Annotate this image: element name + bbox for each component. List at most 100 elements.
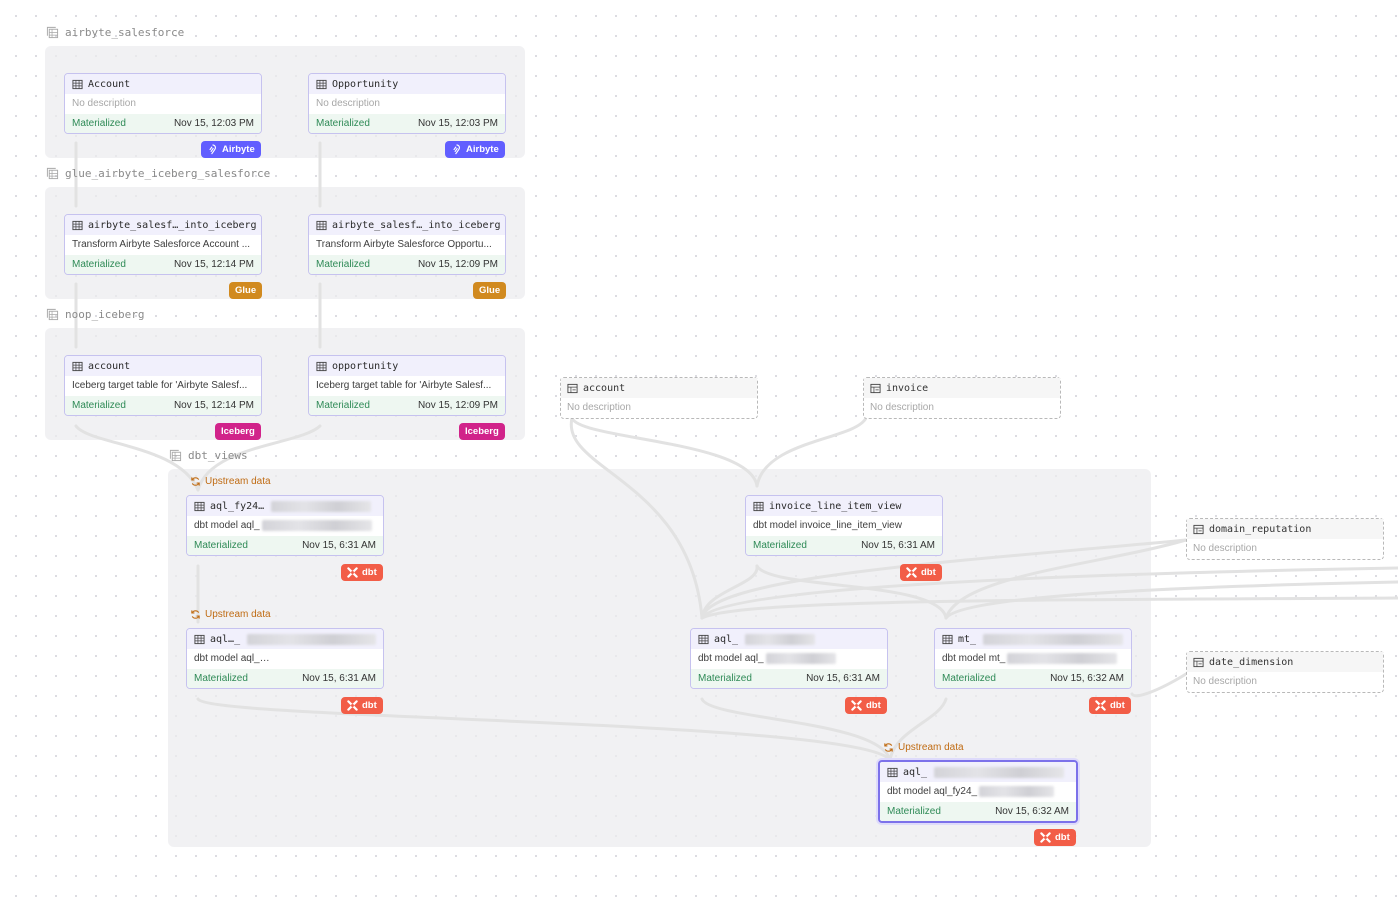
- asset-node-glue-account[interactable]: airbyte_salesf…_into_iceberg Transform A…: [64, 214, 262, 275]
- redacted-text: [247, 633, 376, 645]
- asset-title: airbyte_salesf…_into_iceberg: [88, 219, 257, 231]
- asset-description: No description: [567, 402, 631, 413]
- stack-icon: [46, 308, 59, 321]
- external-asset-invoice[interactable]: invoice No description: [863, 377, 1061, 419]
- redacted-text: [1007, 652, 1118, 664]
- asset-title: domain_reputation: [1209, 523, 1312, 535]
- asset-node-iceberg-opportunity[interactable]: opportunity Iceberg target table for 'Ai…: [308, 355, 506, 416]
- materialized-time: Nov 15, 6:32 AM: [995, 806, 1069, 817]
- redacted-text: [261, 652, 377, 664]
- external-asset-domain-reputation[interactable]: domain_reputation No description: [1186, 518, 1384, 560]
- source-table-icon: [870, 383, 881, 393]
- sync-icon: [884, 743, 893, 752]
- asset-description: dbt model aql_: [194, 653, 260, 664]
- asset-title: Account: [88, 78, 131, 90]
- table-icon: [698, 634, 709, 644]
- table-icon: [72, 79, 83, 89]
- redacted-text: [934, 766, 1065, 778]
- dbt-logo-icon: [851, 700, 862, 711]
- dbt-badge: dbt: [341, 564, 383, 581]
- redacted-text: [979, 785, 1055, 797]
- source-table-icon: [567, 383, 578, 393]
- airbyte-badge: Airbyte: [445, 141, 505, 158]
- asset-description: No description: [1193, 676, 1257, 687]
- iceberg-badge: Iceberg: [215, 423, 261, 440]
- dbt-badge: dbt: [900, 564, 942, 581]
- source-table-icon: [1193, 524, 1204, 534]
- upstream-data-indicator[interactable]: Upstream data: [190, 476, 271, 487]
- redacted-text: [745, 633, 816, 645]
- asset-title: aql…_: [210, 633, 241, 645]
- materialized-time: Nov 15, 12:14 PM: [173, 400, 254, 411]
- external-asset-date-dimension[interactable]: date_dimension No description: [1186, 651, 1384, 693]
- asset-description: Iceberg target table for 'Airbyte Salesf…: [316, 380, 492, 391]
- asset-title: aql_: [714, 633, 739, 645]
- table-icon: [316, 79, 327, 89]
- source-table-icon: [1193, 657, 1204, 667]
- dbt-logo-icon: [1095, 700, 1106, 711]
- airbyte-logo-icon: [209, 144, 216, 155]
- materialized-time: Nov 15, 6:31 AM: [302, 540, 376, 551]
- asset-node-account[interactable]: Account No description Materialized Nov 1…: [64, 73, 262, 134]
- materialized-status: Materialized: [72, 118, 126, 129]
- redacted-text: [261, 519, 372, 531]
- redacted-text: [983, 633, 1124, 645]
- redacted-text: [765, 652, 836, 664]
- materialized-status: Materialized: [753, 540, 807, 551]
- airbyte-logo-icon: [453, 144, 460, 155]
- stack-icon: [46, 26, 59, 39]
- table-icon: [194, 634, 205, 644]
- materialized-time: Nov 15, 12:03 PM: [173, 118, 254, 129]
- sync-icon: [191, 477, 200, 486]
- materialized-time: Nov 15, 6:32 AM: [1050, 673, 1124, 684]
- table-icon: [753, 501, 764, 511]
- airbyte-badge: Airbyte: [201, 141, 261, 158]
- asset-title: date_dimension: [1209, 656, 1294, 668]
- upstream-data-indicator[interactable]: Upstream data: [883, 742, 964, 753]
- asset-description: Transform Airbyte Salesforce Opportu...: [316, 239, 492, 250]
- dbt-badge: dbt: [1034, 829, 1076, 846]
- group-label-noop-iceberg: noop_iceberg: [46, 308, 144, 321]
- asset-title: opportunity: [332, 360, 399, 372]
- glue-badge: Glue: [229, 282, 263, 299]
- asset-description: Transform Airbyte Salesforce Account ...: [72, 239, 251, 250]
- table-icon: [887, 767, 898, 777]
- materialized-time: Nov 15, 12:09 PM: [417, 400, 498, 411]
- redacted-text: [271, 500, 372, 512]
- asset-description: No description: [72, 98, 136, 109]
- materialized-status: Materialized: [194, 673, 248, 684]
- asset-node-invoice-line-item-view[interactable]: invoice_line_item_view dbt model invoice…: [745, 495, 943, 556]
- dbt-logo-icon: [1040, 832, 1051, 843]
- materialized-time: Nov 15, 12:03 PM: [417, 118, 498, 129]
- materialized-status: Materialized: [316, 118, 370, 129]
- dbt-badge: dbt: [845, 697, 887, 714]
- iceberg-badge: Iceberg: [459, 423, 505, 440]
- asset-description: dbt model invoice_line_item_view: [753, 520, 902, 531]
- asset-title: invoice_line_item_view: [769, 500, 902, 512]
- group-label-airbyte-salesforce: airbyte_salesforce: [46, 26, 184, 39]
- asset-title: account: [88, 360, 131, 372]
- asset-description: dbt model aql_: [194, 520, 260, 531]
- asset-description: Iceberg target table for 'Airbyte Salesf…: [72, 380, 248, 391]
- upstream-data-indicator[interactable]: Upstream data: [190, 609, 271, 620]
- materialized-status: Materialized: [72, 259, 126, 270]
- dbt-logo-icon: [347, 700, 358, 711]
- materialized-status: Materialized: [887, 806, 941, 817]
- dbt-badge: dbt: [341, 697, 383, 714]
- external-asset-account[interactable]: account No description: [560, 377, 758, 419]
- dbt-logo-icon: [906, 567, 917, 578]
- asset-description: No description: [1193, 543, 1257, 554]
- table-icon: [72, 361, 83, 371]
- table-icon: [942, 634, 953, 644]
- asset-node-glue-opportunity[interactable]: airbyte_salesf…_into_iceberg Transform A…: [308, 214, 506, 275]
- asset-node-iceberg-account[interactable]: account Iceberg target table for 'Airbyt…: [64, 355, 262, 416]
- asset-title: invoice: [886, 382, 929, 394]
- asset-description: dbt model aql_: [698, 653, 764, 664]
- materialized-status: Materialized: [194, 540, 248, 551]
